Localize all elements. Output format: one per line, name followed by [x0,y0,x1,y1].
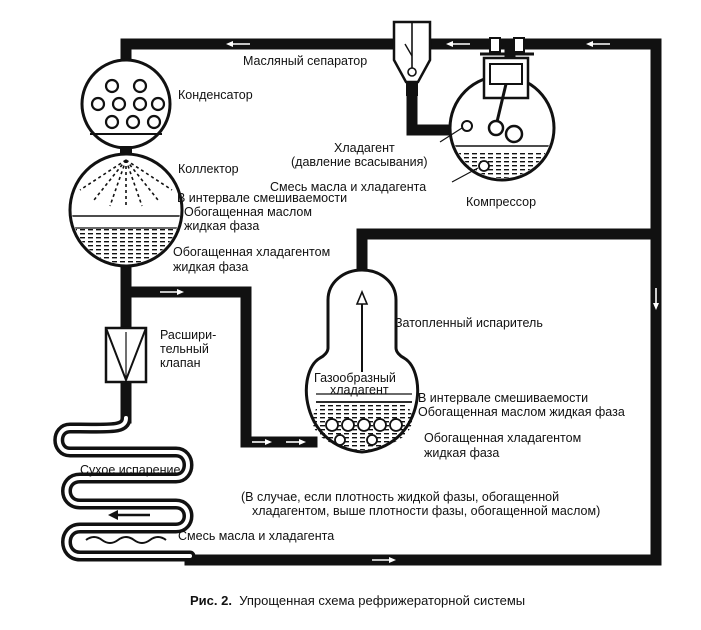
flooded-evaporator [304,268,420,454]
dry-evaporation-coil [53,412,196,562]
caption-number: Рис. 2. [190,593,232,608]
label-oil-rich-2: жидкая фаза [184,219,260,233]
leader-refrigerant [439,127,463,143]
coil-liquid-wave [85,536,167,544]
collector-spray [79,159,173,208]
flow-arrow-right-down [653,288,659,310]
label-bottom-mix: Смесь масла и хладагента [178,529,335,543]
label-flooded-evaporator: Затопленный испаритель [395,316,543,330]
label-gaseous-refrigerant-2: хладагент [330,383,389,397]
flow-arrow-evap-feed-1 [252,439,272,445]
label-expansion-valve-2: тельный [160,342,209,356]
label-refrigerant-rich-2: жидкая фаза [173,260,249,274]
flow-arrow-top-mid [446,41,470,47]
label-oil-refrigerant-mix: Смесь масла и хладагента [270,180,427,194]
oil-separator [392,20,432,96]
label-expansion-valve-3: клапан [160,356,201,370]
flow-arrow-bottom [372,557,396,563]
label-evap-refrigerant-rich-2: жидкая фаза [424,446,500,460]
label-suction-pressure: (давление всасывания) [291,155,428,169]
separator-to-compressor-pipe [406,89,468,136]
label-density-note-1: (В случае, если плотность жидкой фазы, о… [241,490,560,504]
flow-arrow-collector-out [160,289,184,295]
collector-to-evaporator-pipe [120,286,318,448]
label-evap-refrigerant-rich-1: Обогащенная хладагентом [424,431,582,445]
label-evap-miscibility: В интервале смешиваемости [418,391,589,405]
label-dry-evaporation: Сухое испарение [80,463,181,477]
condenser [80,58,172,150]
flow-arrow-top-left [226,41,250,47]
main-loop-pipe [120,38,662,566]
caption-text: Упрощенная схема рефрижераторной системы [239,593,526,608]
label-oil-separator: Масляный сепаратор [243,54,368,68]
compressor [448,37,556,182]
label-collector: Коллектор [178,162,239,176]
label-condenser: Конденсатор [178,88,253,102]
condenser-tubes [90,78,166,130]
pipe-network [120,38,662,566]
label-gaseous-refrigerant-1: Газообразный [314,371,396,385]
expansion-valve [104,326,148,384]
leader-oil-mix [451,167,479,183]
figure-caption: Рис. 2. Упрощенная схема рефрижераторной… [190,593,525,608]
flow-arrow-top-right [586,41,610,47]
label-expansion-valve-1: Расшири- [160,328,217,342]
label-evap-oil-rich: Обогащенная маслом жидкая фаза [418,405,625,419]
coil-flow-arrow [108,510,150,520]
pipe-flow-arrows [160,41,659,563]
label-compressor: Компрессор [466,195,537,209]
suction-pipe [356,228,662,286]
label-miscibility-range: В интервале смешиваемости [177,191,348,205]
coil-inner-white [56,416,192,558]
label-refrigerant: Хладагент [334,141,395,155]
label-refrigerant-rich-1: Обогащенная хладагентом [173,245,331,259]
flow-arrow-evap-feed-2 [286,439,306,445]
label-oil-rich-1: Обогащенная маслом [184,205,312,219]
label-density-note-2: хладагентом, выше плотности фазы, обогащ… [252,504,601,518]
